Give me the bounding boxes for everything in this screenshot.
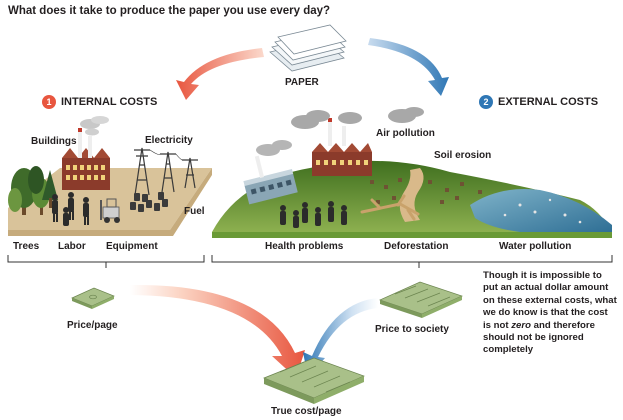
trees-icon	[8, 166, 58, 215]
price-flow-arrow	[130, 284, 305, 378]
label-fuel: Fuel	[184, 206, 205, 217]
money-large-icon	[263, 357, 365, 404]
internal-scene	[8, 116, 212, 236]
internal-arrow	[176, 48, 264, 100]
factory-building-icon	[62, 116, 110, 190]
external-costs-heading: 2 EXTERNAL COSTS	[479, 95, 598, 109]
polluting-factory-icon	[243, 155, 298, 205]
money-small-icon	[71, 287, 115, 309]
paper-label: PAPER	[285, 77, 319, 88]
power-tower-icon	[134, 147, 198, 196]
hill-factory-icon	[312, 118, 372, 176]
label-deforestation: Deforestation	[384, 241, 449, 252]
fallen-tree-icon	[360, 194, 420, 221]
label-trees: Trees	[13, 241, 40, 252]
fuel-barrels-icon	[130, 192, 168, 212]
external-number-badge: 2	[479, 95, 493, 109]
label-price-page: Price/page	[67, 320, 118, 331]
label-electricity: Electricity	[145, 135, 193, 146]
note-text-before: Though it is impossible to put an actual…	[483, 270, 617, 331]
internal-bracket	[7, 255, 205, 268]
external-costs-note: Though it is impossible to put an actual…	[483, 270, 618, 357]
paper-stack-icon	[269, 24, 347, 72]
note-emphasis: zero	[511, 319, 531, 331]
money-medium-icon	[379, 281, 463, 318]
internal-number-badge: 1	[42, 95, 56, 109]
label-buildings: Buildings	[31, 136, 77, 147]
label-air-pollution: Air pollution	[376, 128, 435, 139]
note-text-after: and therefore should not be ignored comp…	[483, 319, 595, 356]
page-title: What does it take to produce the paper y…	[8, 5, 331, 17]
internal-heading-text: INTERNAL COSTS	[61, 96, 158, 108]
external-arrow	[368, 38, 449, 96]
smoke-icon	[256, 140, 292, 156]
label-health-problems: Health problems	[265, 241, 344, 252]
forklift-icon	[100, 198, 120, 223]
polluted-water-icon	[470, 189, 612, 232]
label-labor: Labor	[58, 241, 86, 252]
label-true-cost: True cost/page	[271, 406, 342, 417]
internal-costs-heading: 1 INTERNAL COSTS	[42, 95, 157, 109]
workers-icon	[52, 192, 89, 226]
external-bracket	[211, 255, 613, 268]
label-soil-erosion: Soil erosion	[434, 150, 492, 161]
label-water-pollution: Water pollution	[499, 241, 572, 252]
external-scene	[212, 107, 612, 238]
sick-people-icon	[280, 201, 347, 228]
external-heading-text: EXTERNAL COSTS	[498, 96, 599, 108]
society-flow-arrow	[303, 298, 378, 378]
label-price-society: Price to society	[375, 324, 449, 335]
label-equipment: Equipment	[106, 241, 158, 252]
air-pollution-cloud-icon	[291, 107, 424, 129]
